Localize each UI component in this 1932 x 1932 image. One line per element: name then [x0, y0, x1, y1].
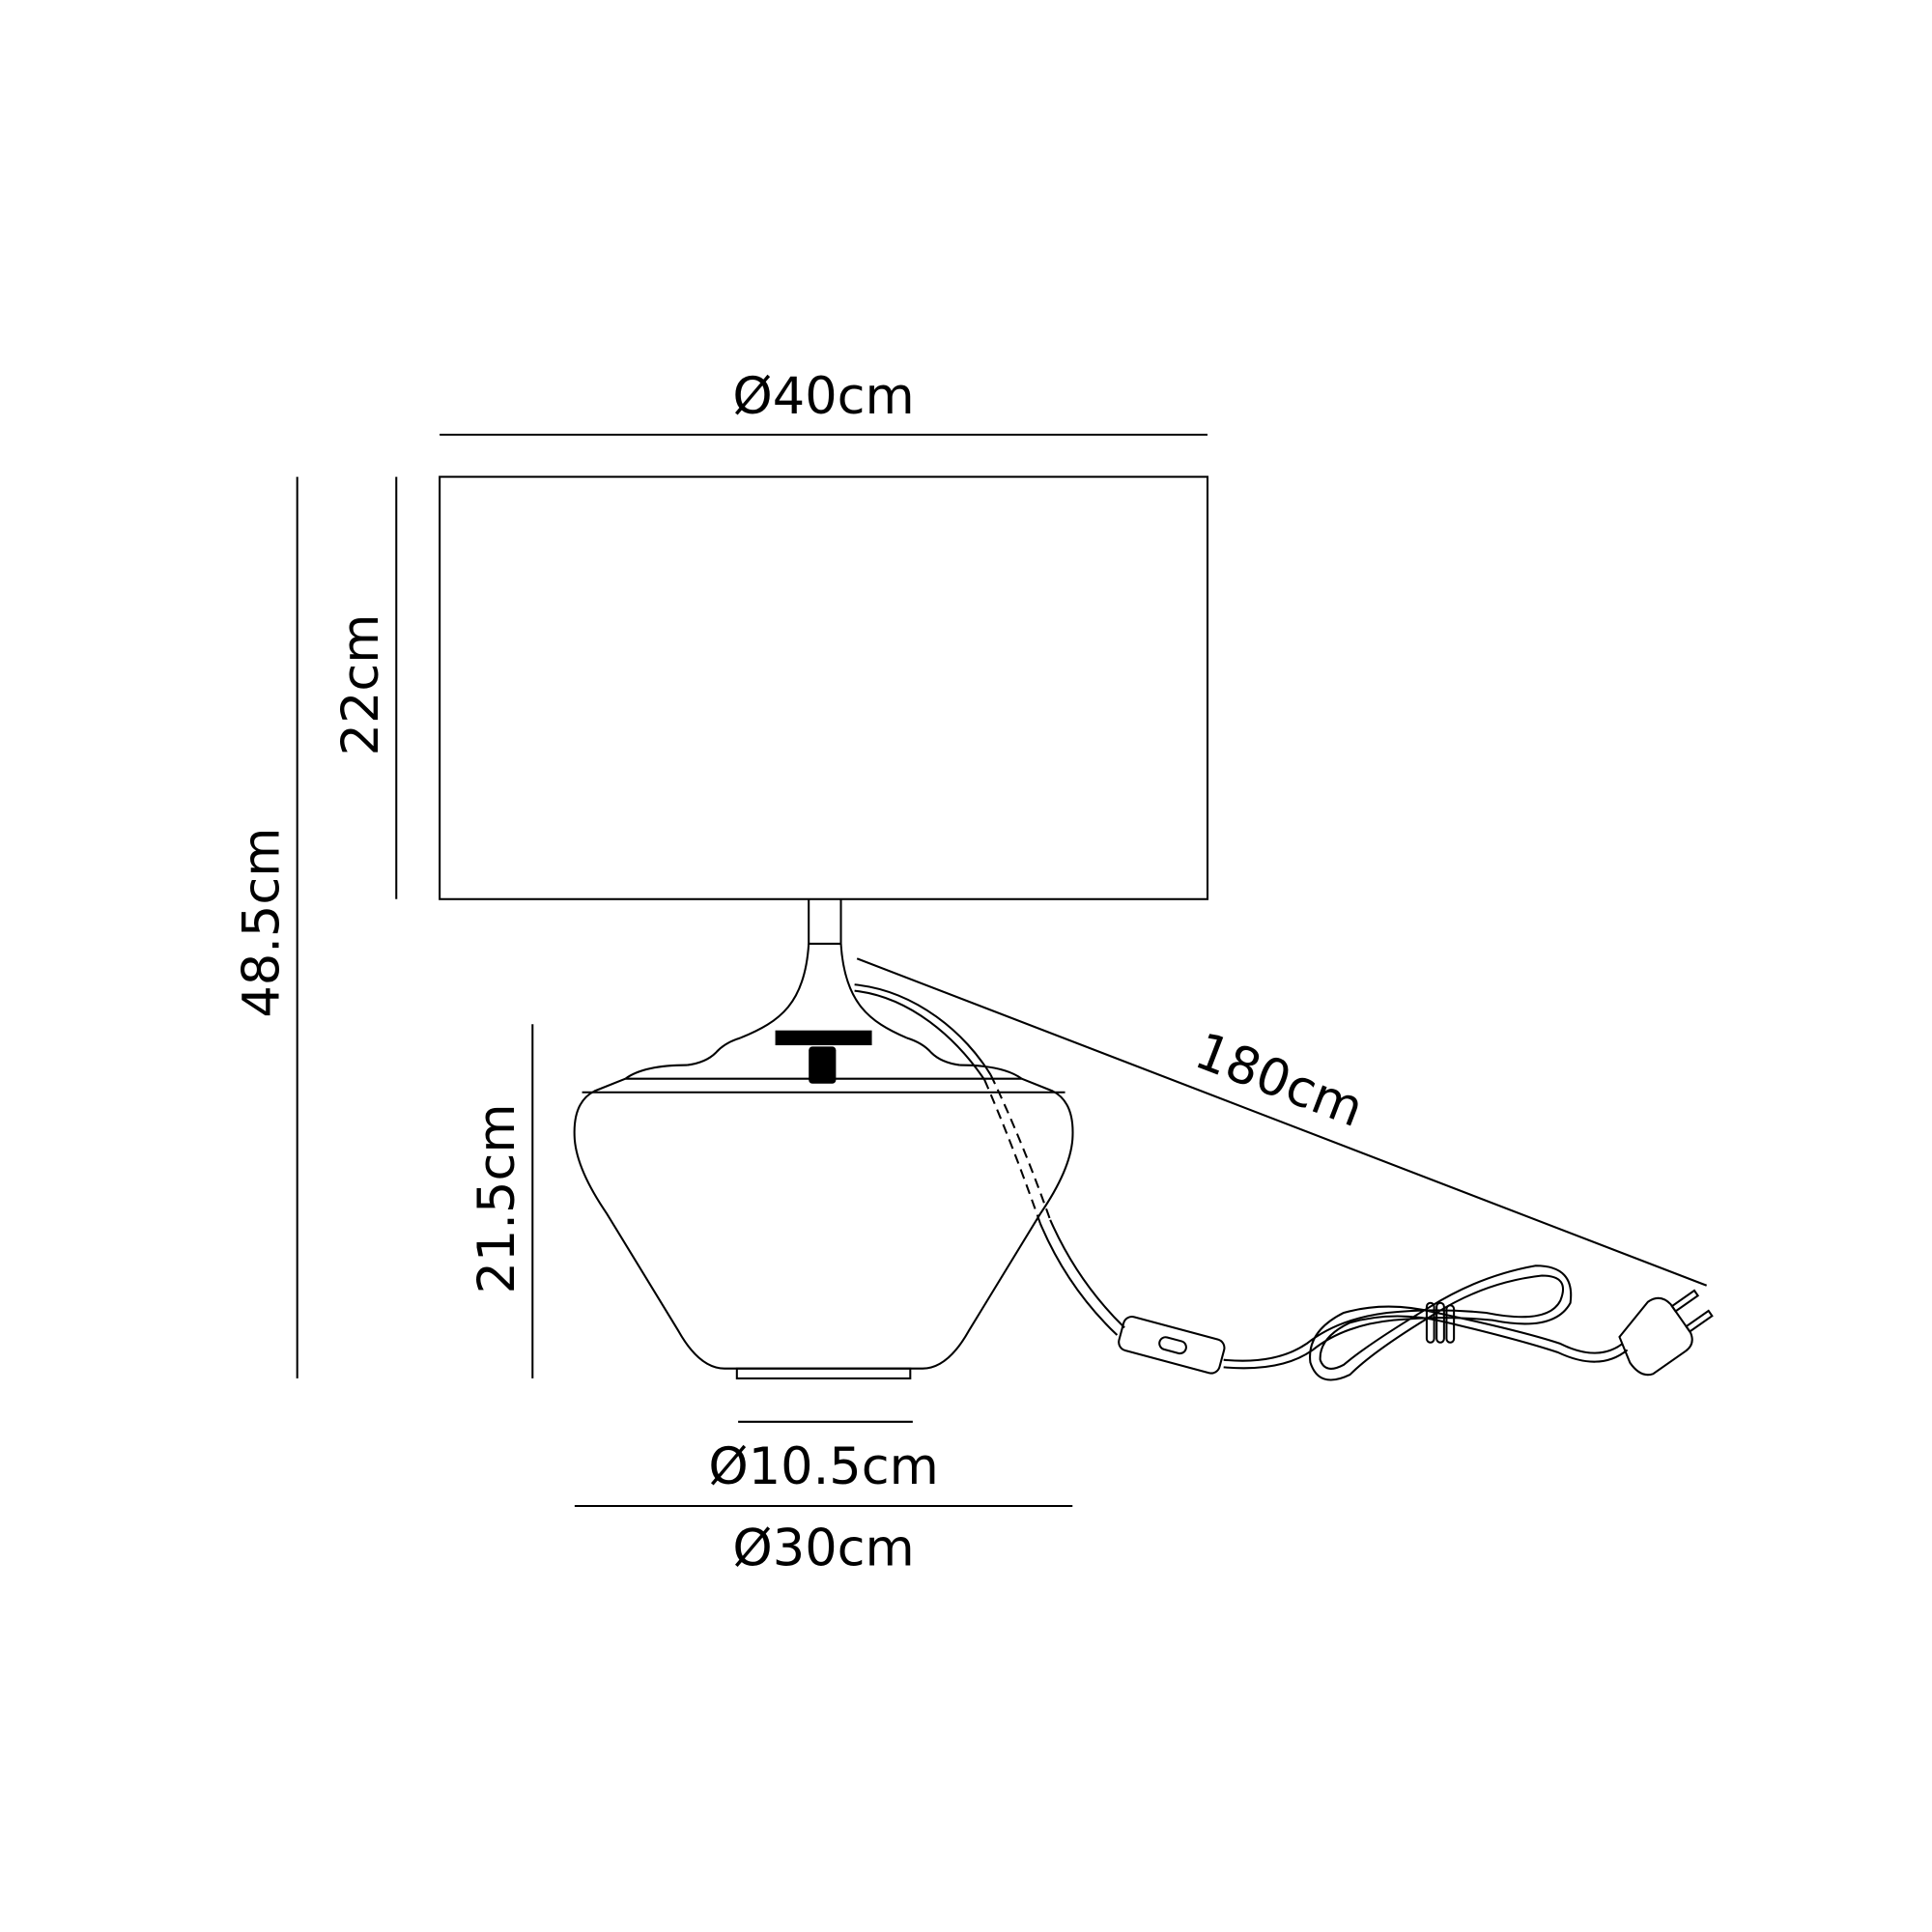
inline-switch: [1118, 1316, 1226, 1375]
base-diameter-label: Ø30cm: [732, 1520, 914, 1578]
lamp-foot: [735, 1367, 912, 1379]
fixing-nut: [775, 1030, 872, 1084]
foot-diameter-label: Ø10.5cm: [708, 1437, 938, 1496]
lamp-shade: [439, 475, 1209, 900]
shade-height-label: 22cm: [331, 613, 390, 755]
cable-tie: [1425, 1301, 1456, 1344]
lamp-base-body: [573, 1077, 1074, 1370]
shade-diameter-label: Ø40cm: [732, 367, 914, 426]
overall-height-label: 48.5cm: [232, 828, 291, 1018]
power-cable: [854, 983, 1629, 1381]
cable-length-line: [856, 957, 1708, 1287]
plug: [1618, 1289, 1714, 1377]
lamp-stem: [582, 898, 1065, 1094]
base-height-label: 21.5cm: [468, 1103, 526, 1293]
